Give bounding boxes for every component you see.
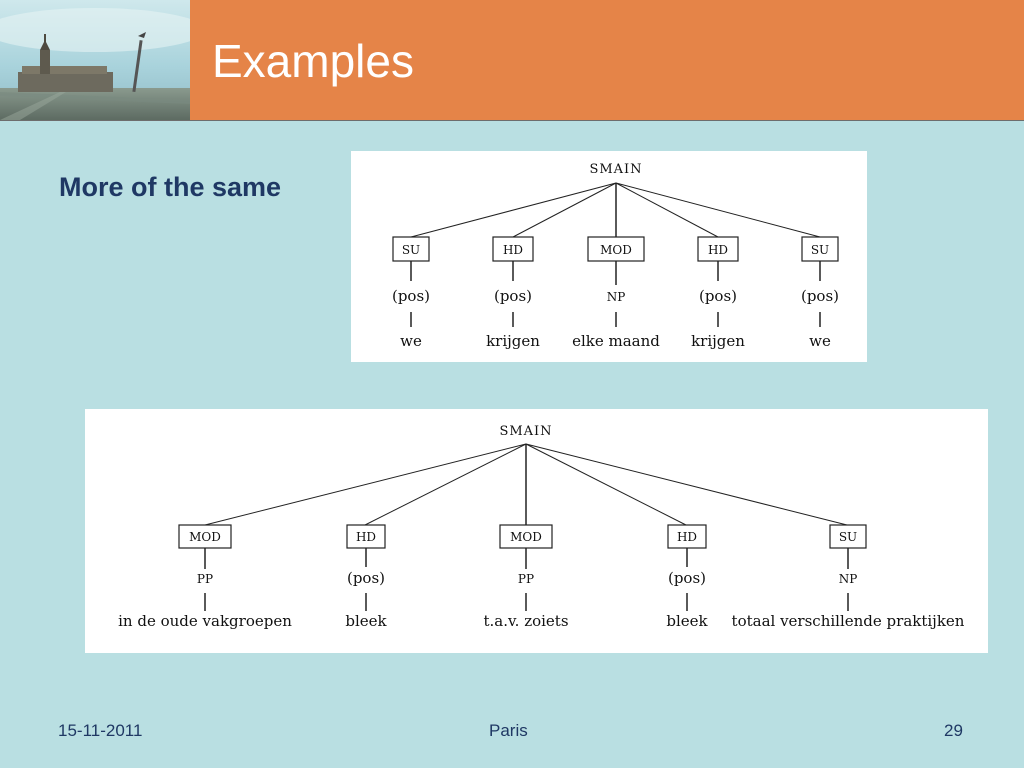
tree2-rel-5: SU (839, 530, 857, 544)
syntax-tree-1: SMAIN SU (pos) we HD (pos) krijgen MOD N… (351, 151, 867, 362)
syntax-tree-2: SMAIN MOD PP in de oude vakgroepen HD (p… (85, 409, 988, 653)
tree2-word-5: totaal verschillende praktijken (732, 612, 965, 630)
tree1-word-2: krijgen (486, 332, 540, 350)
tree2-cat-4: (pos) (668, 569, 706, 587)
tree1-cat-4: (pos) (699, 287, 737, 305)
header-bar (190, 0, 1024, 120)
tree2-rel-4: HD (677, 530, 697, 544)
tree2-word-2: bleek (345, 612, 387, 630)
tree2-word-4: bleek (666, 612, 708, 630)
header-city-photo (0, 0, 191, 120)
tree2-cat-2: (pos) (347, 569, 385, 587)
tree2-cat-1: PP (197, 572, 213, 586)
tree1-root-label: SMAIN (589, 162, 642, 177)
tree2-cat-5: NP (839, 572, 858, 586)
tree2-root-label: SMAIN (499, 424, 552, 439)
tree1-rel-2: HD (503, 243, 523, 257)
tree2-rel-1: MOD (189, 530, 221, 544)
tree1-word-4: krijgen (691, 332, 745, 350)
tree1-rel-5: SU (811, 243, 829, 257)
tree2-word-1: in de oude vakgroepen (118, 612, 292, 630)
footer-place: Paris (489, 721, 528, 740)
tree1-cat-2: (pos) (494, 287, 532, 305)
tree1-cat-1: (pos) (392, 287, 430, 305)
tree1-rel-3: MOD (600, 243, 632, 257)
tree1-word-5: we (809, 332, 831, 350)
tree1-rel-1: SU (402, 243, 420, 257)
footer-date: 15-11-2011 (58, 721, 143, 740)
tree2-cat-3: PP (518, 572, 534, 586)
slide-title: Examples (212, 35, 414, 87)
tree1-word-1: we (400, 332, 422, 350)
footer-page-number: 29 (944, 721, 963, 740)
tree1-cat-3: NP (607, 290, 626, 304)
tree1-rel-4: HD (708, 243, 728, 257)
slide-subtitle: More of the same (59, 172, 282, 202)
tree1-word-3: elke maand (572, 332, 660, 350)
tree2-word-3: t.a.v. zoiets (483, 612, 568, 630)
tree2-rel-2: HD (356, 530, 376, 544)
header-divider (0, 120, 1024, 121)
tree1-cat-5: (pos) (801, 287, 839, 305)
tree2-rel-3: MOD (510, 530, 542, 544)
